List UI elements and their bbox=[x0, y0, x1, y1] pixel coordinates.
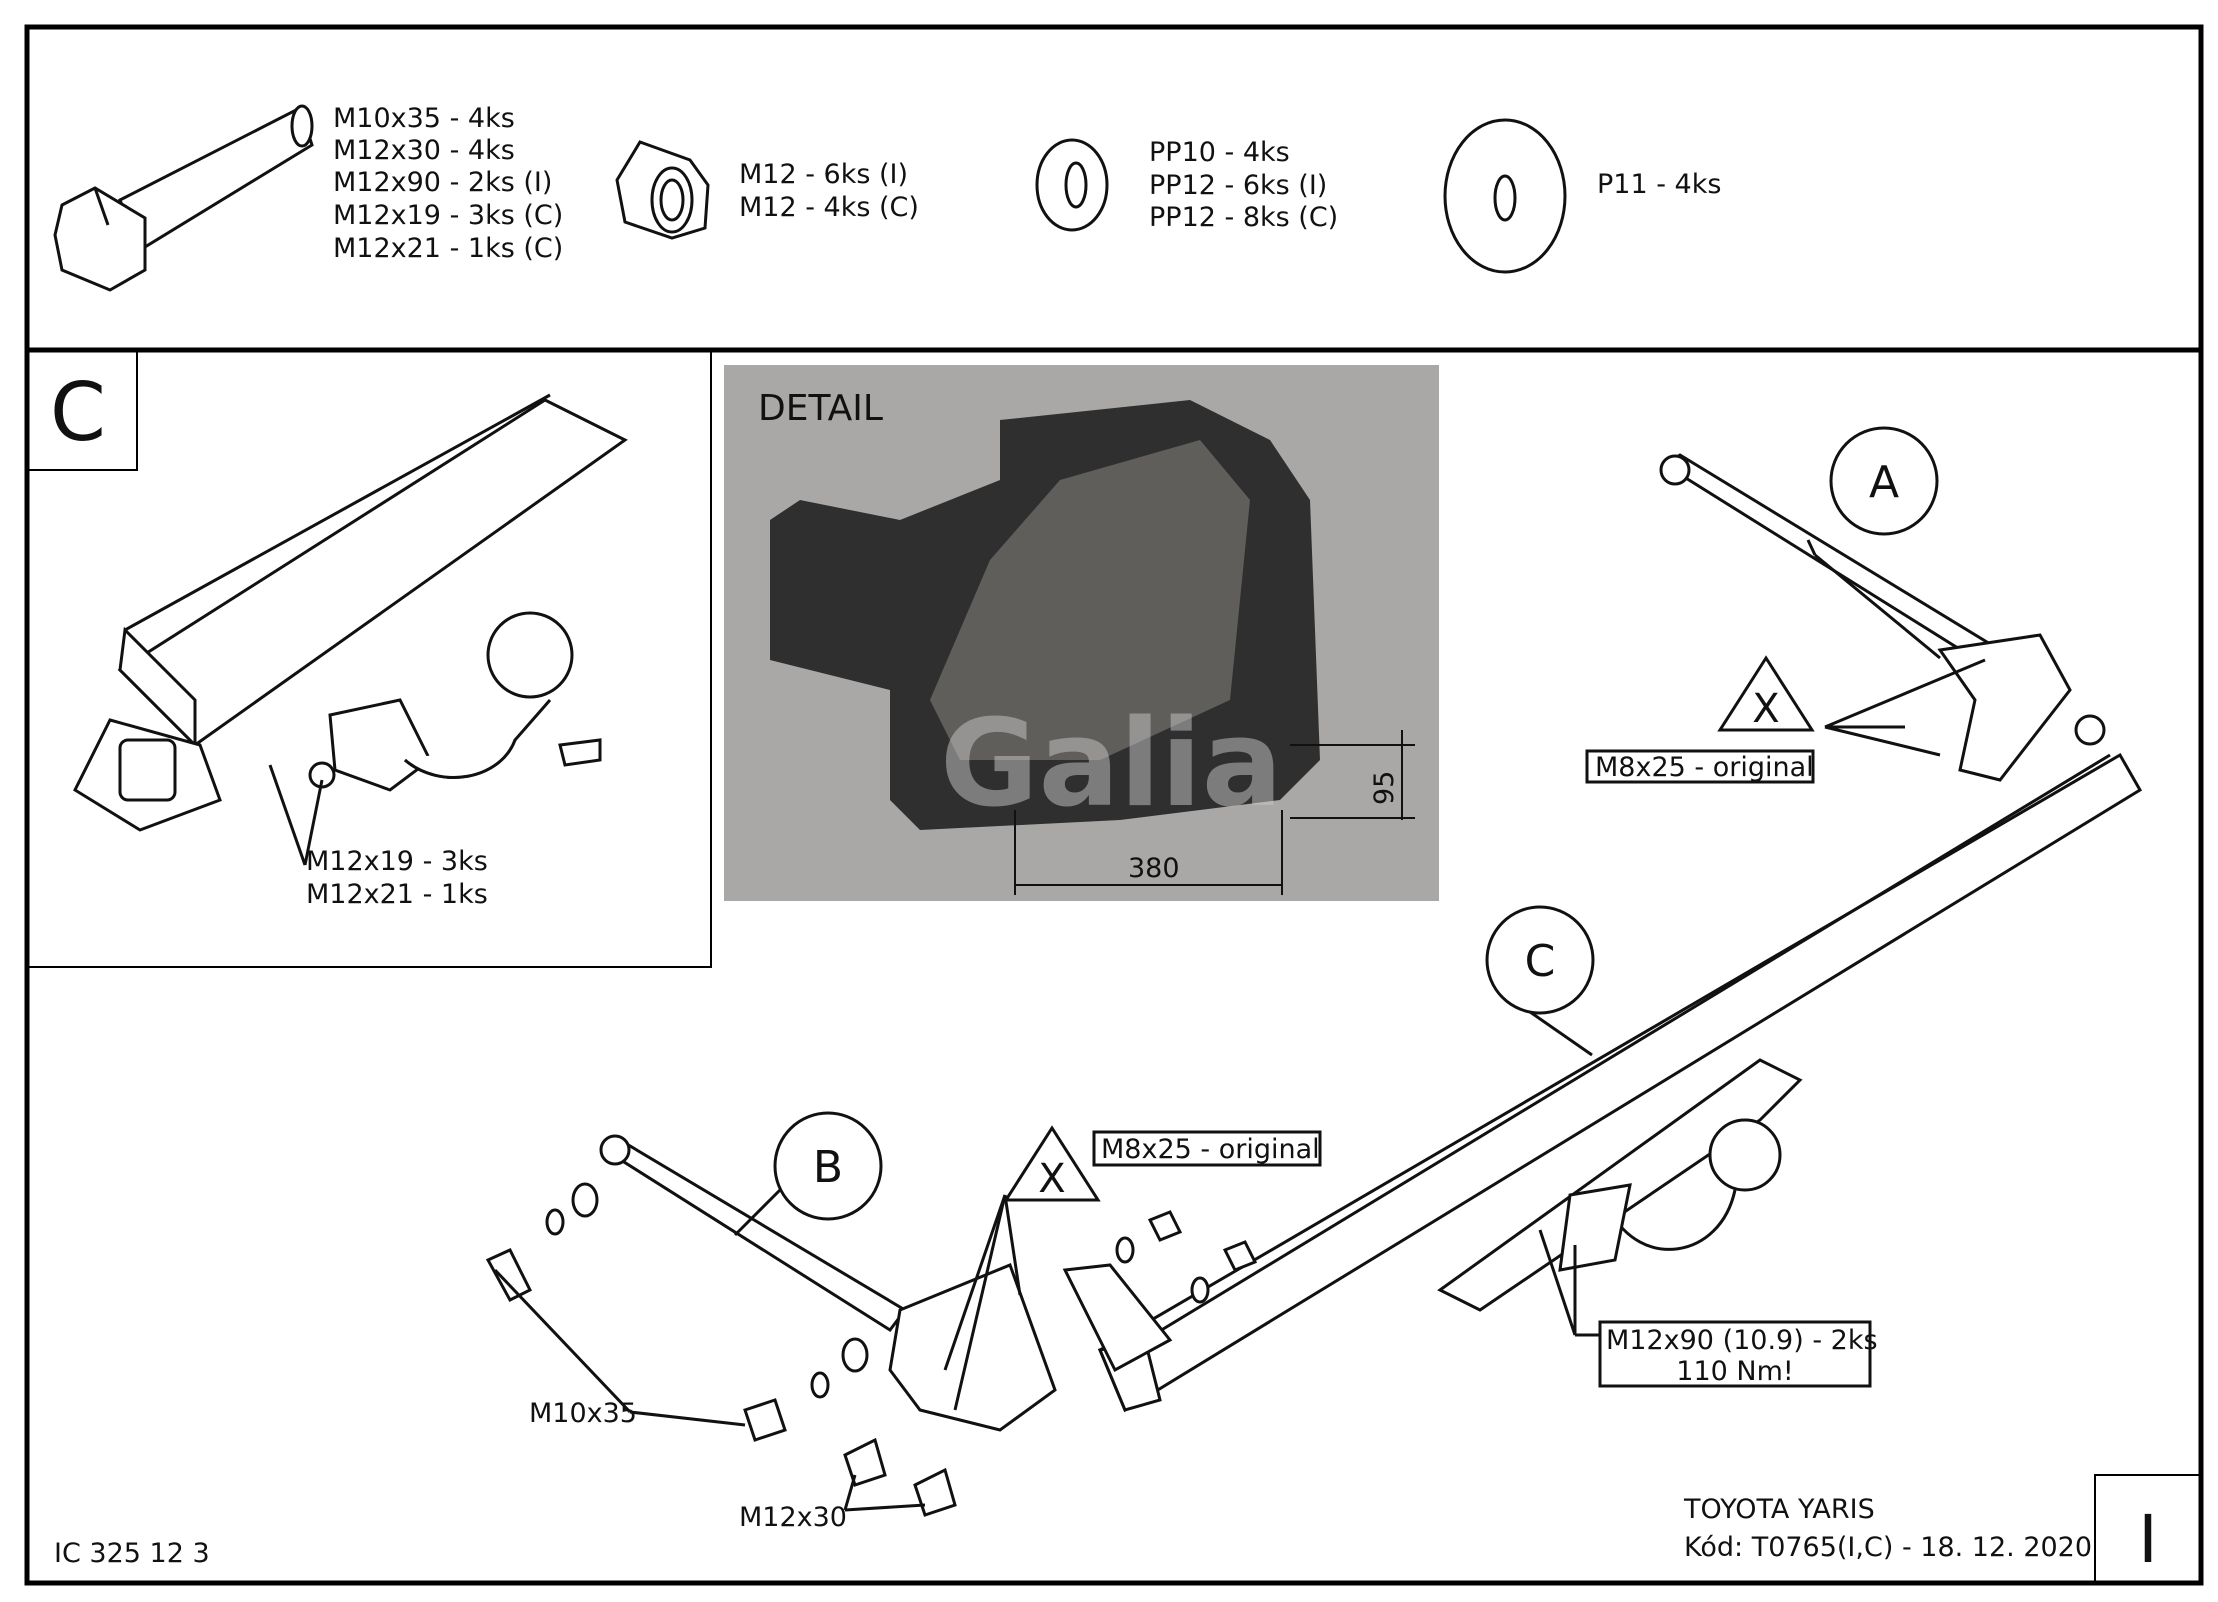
callout-x-top: X bbox=[1752, 686, 1779, 732]
m8-bottom-label: M8x25 - original bbox=[1101, 1134, 1320, 1165]
detail-width-dim: 380 bbox=[1128, 853, 1180, 884]
m8-bottom-box bbox=[1092, 1130, 1322, 1167]
nut-item: M12 - 6ks (I) bbox=[739, 159, 908, 190]
bolt-list: M10x35 - 4ks M12x30 - 4ks M12x90 - 2ks (… bbox=[333, 103, 563, 264]
bolt-item: M12x90 - 2ks (I) bbox=[333, 167, 552, 198]
towbar-assembly-drawing bbox=[485, 453, 2143, 1517]
variant-c-bolt-label: M12x21 - 1ks bbox=[306, 879, 488, 910]
detail-photo: Galia bbox=[724, 365, 1439, 901]
nut-icon bbox=[615, 140, 710, 240]
vehicle-name: TOYOTA YARIS bbox=[1683, 1494, 1875, 1525]
washer-item: PP10 - 4ks bbox=[1149, 137, 1290, 168]
variant-c-label: C bbox=[50, 366, 106, 459]
callout-a-circle bbox=[1829, 426, 1939, 536]
m12x90-box bbox=[1598, 1320, 1872, 1388]
m12x90-torque: 110 Nm! bbox=[1676, 1356, 1793, 1387]
variant-c-inset bbox=[26, 349, 712, 968]
towbar-c-drawing bbox=[73, 393, 628, 866]
bolt-icon bbox=[53, 104, 314, 292]
callout-a: A bbox=[1869, 457, 1899, 508]
m12x90-label: M12x90 (10.9) - 2ks bbox=[1606, 1325, 1878, 1356]
detail-title: DETAIL bbox=[758, 388, 883, 429]
m8-top-box bbox=[1585, 749, 1815, 784]
detail-watermark: Galia bbox=[940, 695, 1283, 834]
callout-b-circle bbox=[773, 1111, 883, 1221]
callout-c-circle bbox=[1485, 905, 1595, 1015]
nut-item: M12 - 4ks (C) bbox=[739, 192, 919, 223]
large-washer-item: P11 - 4ks bbox=[1597, 169, 1721, 200]
washer-item: PP12 - 8ks (C) bbox=[1149, 202, 1338, 233]
callout-x-top-triangle bbox=[1717, 655, 1815, 732]
sheet-box bbox=[2094, 1474, 2202, 1584]
sheet-label: I bbox=[2138, 1501, 2157, 1578]
detail-height-dim: 95 bbox=[1369, 771, 1400, 805]
large-washer-icon bbox=[1443, 118, 1567, 274]
code-date: Kód: T0765(I,C) - 18. 12. 2020 bbox=[1684, 1532, 2092, 1563]
bolt-item: M10x35 - 4ks bbox=[333, 103, 515, 134]
m12x30-label: M12x30 bbox=[739, 1502, 847, 1533]
variant-c-label-box bbox=[26, 349, 138, 471]
m10x35-label: M10x35 bbox=[529, 1398, 637, 1429]
m8-top-label: M8x25 - original bbox=[1595, 752, 1814, 783]
bolt-item: M12x30 - 4ks bbox=[333, 135, 515, 166]
variant-c-bolt-label: M12x19 - 3ks bbox=[306, 846, 488, 877]
washer-item: PP12 - 6ks (I) bbox=[1149, 170, 1327, 201]
callout-x-bottom-triangle bbox=[1003, 1125, 1101, 1202]
washer-icon bbox=[1035, 138, 1109, 232]
callout-x-bottom: X bbox=[1038, 1156, 1065, 1202]
bolt-item: M12x19 - 3ks (C) bbox=[333, 200, 563, 231]
bolt-item: M12x21 - 1ks (C) bbox=[333, 233, 563, 264]
callout-c: C bbox=[1525, 936, 1556, 987]
callout-b: B bbox=[813, 1142, 843, 1193]
drawing-number: IC 325 12 3 bbox=[54, 1538, 210, 1569]
